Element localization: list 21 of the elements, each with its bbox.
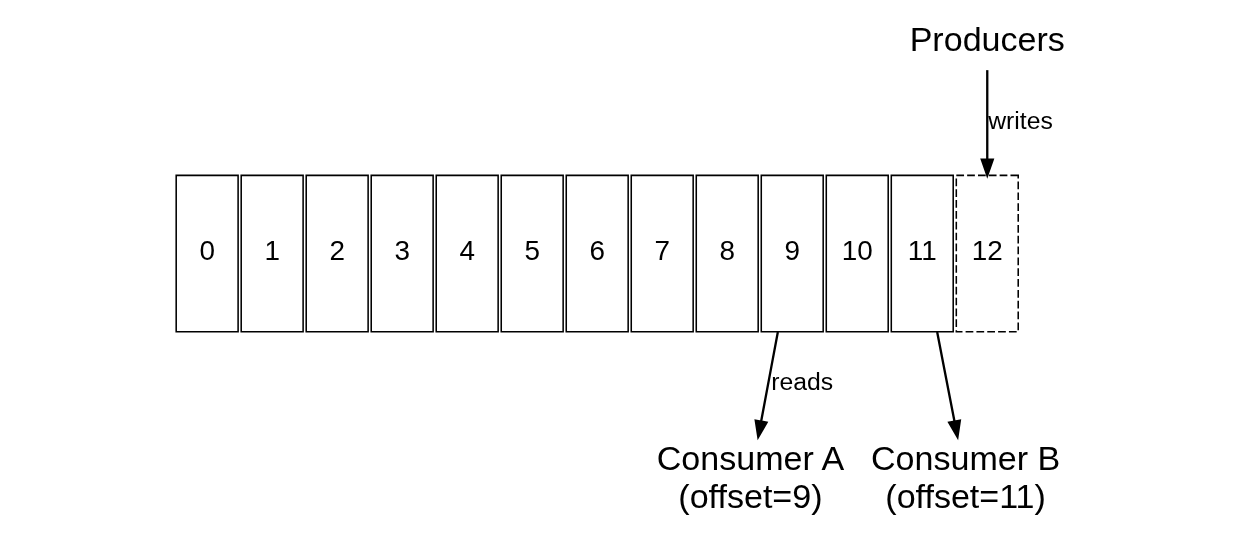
node-box: 5 [499,174,564,333]
arrow [935,331,961,441]
node-text: Consumer A (offset=9) [656,439,844,515]
node-box: 9 [760,174,824,333]
node-box: 7 [630,174,694,333]
node-text: Producers [909,19,1065,58]
arrow [753,331,779,441]
node-box: 3 [369,174,434,333]
edge-label: reads [770,368,833,396]
node-box: 6 [564,174,629,333]
edge-label: writes [987,106,1053,134]
arrow [979,70,994,179]
node-box: 10 [825,174,889,333]
node-box: 4 [434,174,499,333]
node-box: 12 [955,174,1019,333]
node-box: 1 [239,174,304,333]
node-text: Consumer B (offset=11) [870,439,1060,515]
node-box: 11 [890,174,954,333]
node-box: 8 [695,174,759,333]
node-box: 0 [174,174,239,333]
node-box: 2 [304,174,369,333]
